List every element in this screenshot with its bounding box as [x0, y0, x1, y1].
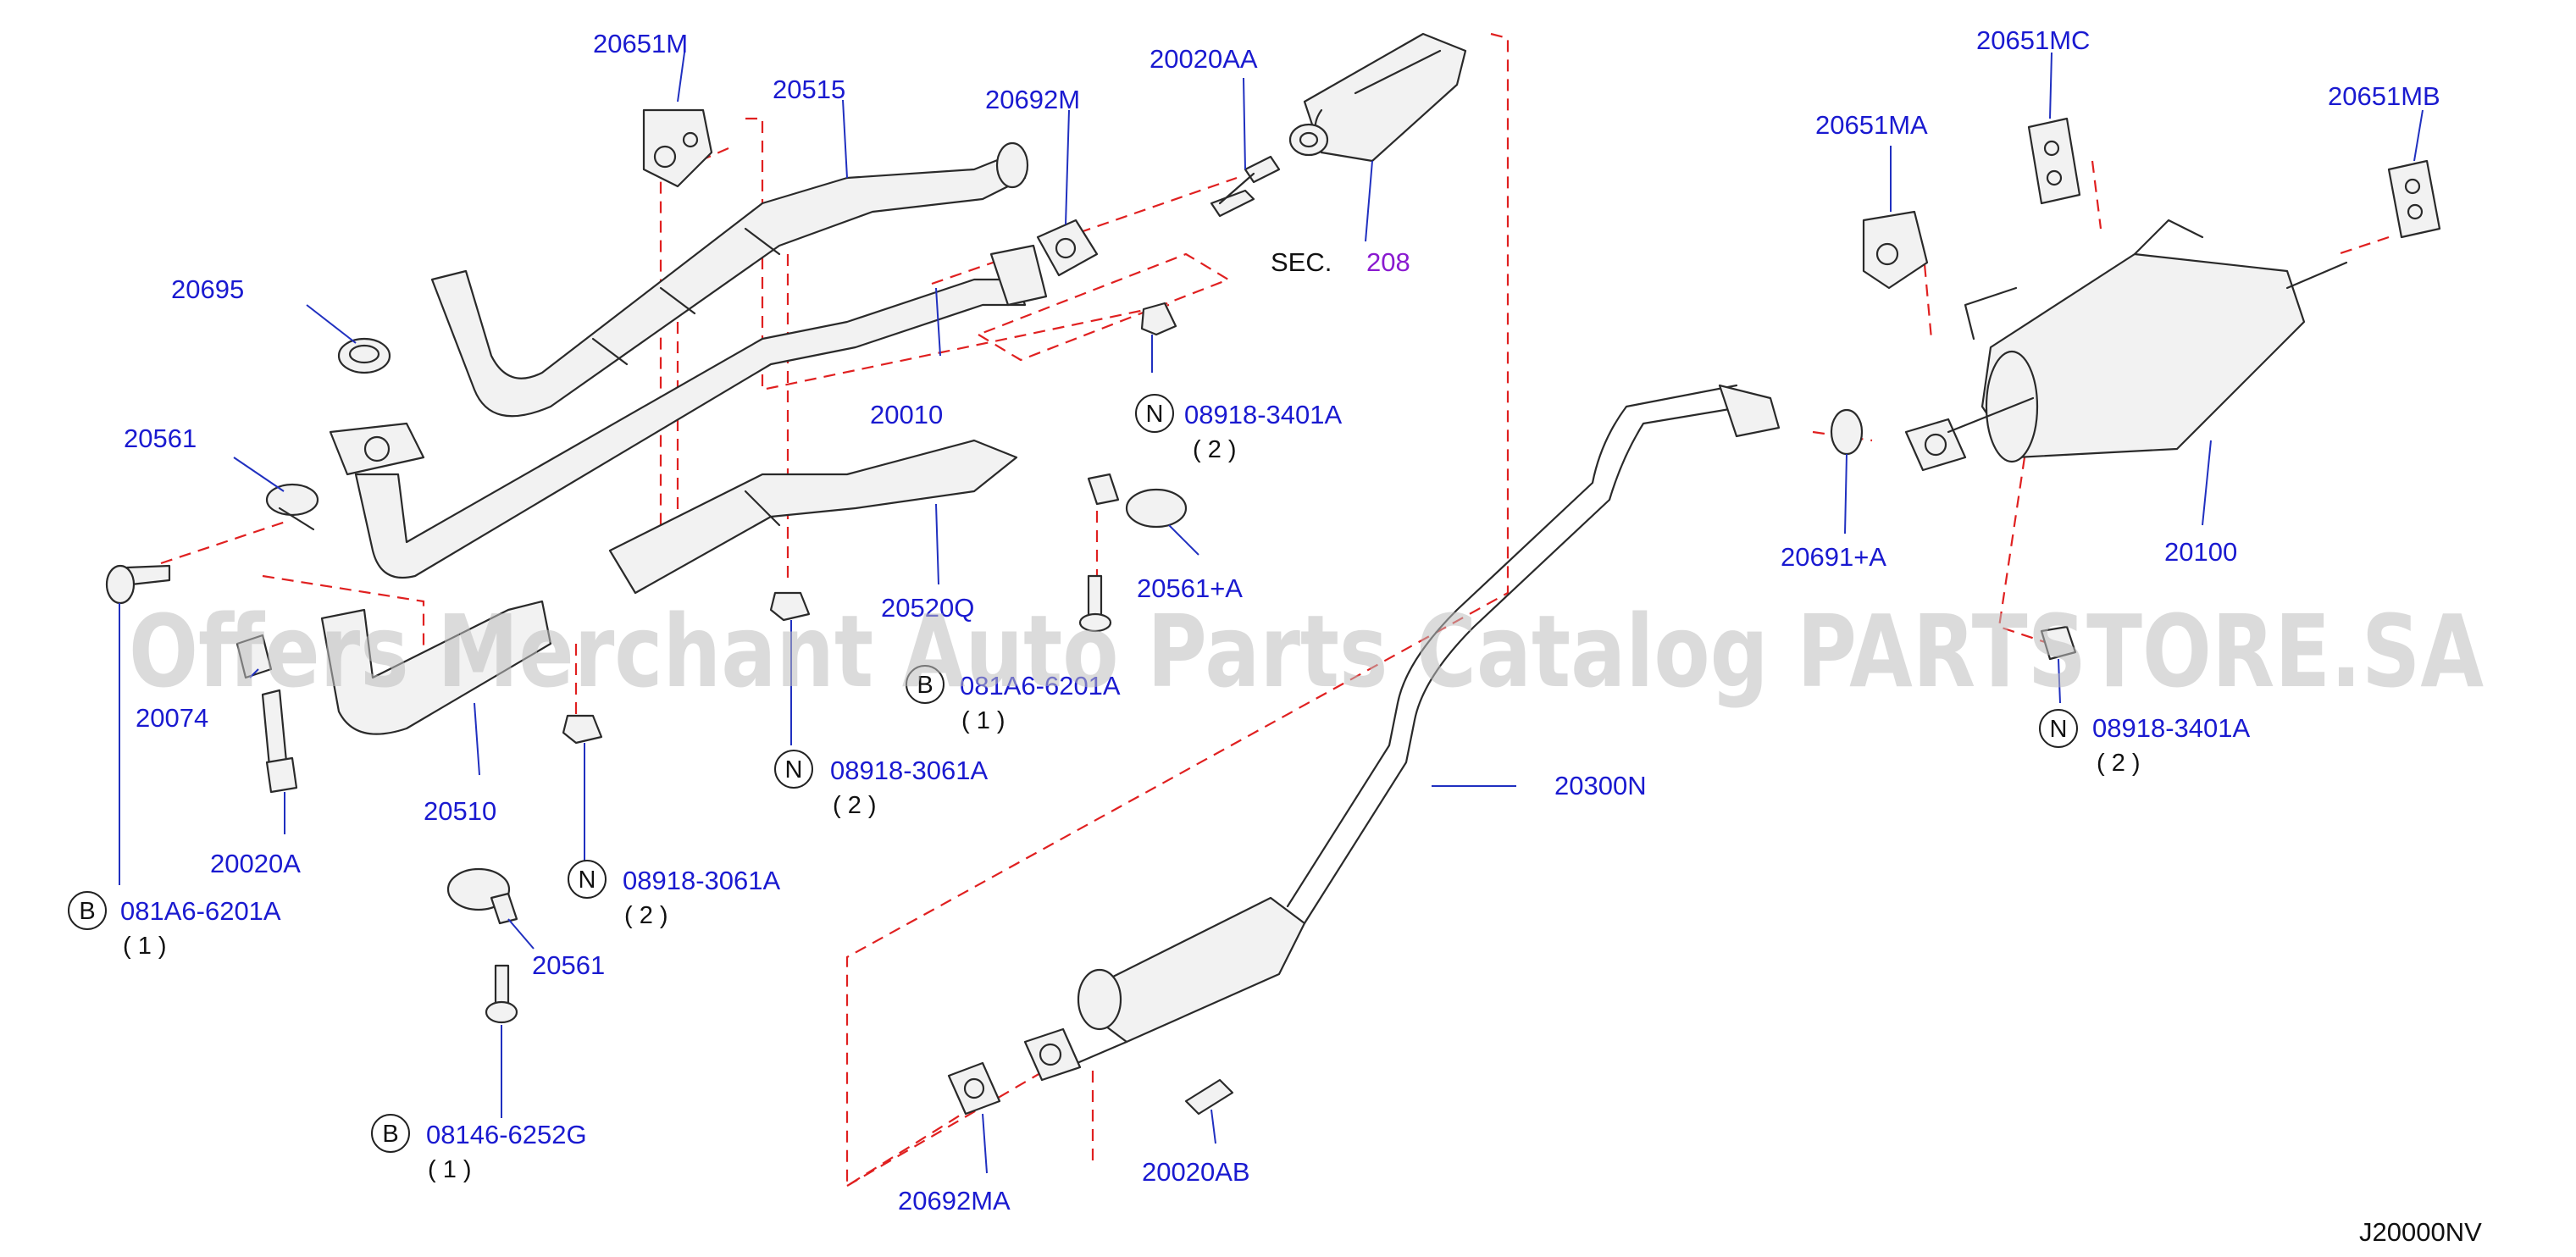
diagram-code: J20000NV	[2359, 1217, 2482, 1247]
badge-letter: N	[579, 867, 596, 894]
qty-08918-3061A-lower: ( 2 )	[624, 902, 668, 929]
label-20695[interactable]: 20695	[171, 274, 244, 304]
label-20561-upper[interactable]: 20561	[124, 424, 197, 453]
main-muffler-20100	[1904, 219, 2348, 472]
label-section: SEC.	[1271, 247, 1332, 277]
label-20020AA[interactable]: 20020AA	[1150, 44, 1258, 74]
clamp-20561-upper	[265, 483, 319, 531]
qty-08918-3061A-middle: ( 2 )	[833, 792, 877, 819]
seal-ring-20695	[337, 337, 391, 374]
oxygen-sensor-left	[261, 689, 298, 794]
label-20651MB[interactable]: 20651MB	[2328, 81, 2440, 111]
label-20515[interactable]: 20515	[773, 75, 845, 104]
bolt-badge-b	[906, 665, 945, 704]
label-081A6-6201A-left[interactable]: 081A6-6201A	[120, 896, 281, 926]
label-20020A[interactable]: 20020A	[210, 849, 301, 878]
heat-shield-20510	[320, 600, 552, 735]
heat-shield-20520Q	[608, 439, 1018, 595]
label-20651M[interactable]: 20651M	[593, 29, 688, 58]
label-20691A[interactable]: 20691+A	[1781, 542, 1886, 572]
nut-upper	[1140, 302, 1177, 336]
label-20692M[interactable]: 20692M	[985, 85, 1080, 114]
label-20561-lower[interactable]: 20561	[532, 950, 605, 980]
qty-081A6-6201A-left: ( 1 )	[123, 933, 167, 960]
clamp-20561A	[1087, 473, 1188, 529]
center-pipe-20300N	[1023, 384, 1781, 1082]
nut-middle	[769, 591, 811, 622]
nut-badge-n	[568, 860, 607, 899]
gasket-ring-20691A	[1830, 408, 1864, 456]
leader-lines	[119, 52, 2424, 1174]
label-08918-3401A-right[interactable]: 08918-3401A	[2092, 713, 2250, 743]
badge-letter: N	[785, 756, 803, 784]
label-08918-3061A-lower[interactable]: 08918-3061A	[623, 866, 780, 895]
label-section-number[interactable]: 208	[1366, 247, 1410, 277]
label-20651MA[interactable]: 20651MA	[1815, 110, 1928, 140]
rubber-mount-20651MA	[1862, 210, 1929, 290]
label-20692MA[interactable]: 20692MA	[898, 1186, 1011, 1215]
clamp-20561-lower	[446, 867, 518, 925]
rubber-mount-20651MB	[2387, 159, 2441, 239]
gasket-lower	[947, 1061, 1001, 1116]
badge-letter: B	[79, 898, 95, 925]
badge-letter: B	[382, 1121, 398, 1148]
bolt-badge-b	[371, 1114, 410, 1153]
exhaust-pipe-20010	[329, 244, 1048, 579]
oxygen-sensor-upper	[1210, 155, 1281, 218]
badges: N B N N B B N	[68, 394, 2078, 1153]
plug-20020AB	[1184, 1078, 1234, 1116]
nut-right	[2040, 625, 2077, 661]
rubber-mount-20651MC	[2027, 117, 2081, 205]
label-20020AB[interactable]: 20020AB	[1142, 1157, 1250, 1187]
watermark: Offers Merchant Auto Parts Catalog PARTS…	[129, 593, 2484, 710]
qty-081A6-6201A-middle: ( 1 )	[961, 707, 1005, 734]
label-20300N[interactable]: 20300N	[1554, 771, 1647, 800]
bolt-badge-b	[68, 891, 107, 930]
gasket-upper	[1036, 219, 1099, 277]
badge-letter: N	[2050, 716, 2068, 743]
nut-badge-n	[1135, 394, 1174, 433]
label-081A6-6201A-middle[interactable]: 081A6-6201A	[960, 671, 1121, 700]
nut-badge-n	[774, 750, 813, 789]
bolt-middle	[1078, 574, 1112, 633]
badge-letter: N	[1146, 401, 1164, 428]
label-08918-3061A-middle[interactable]: 08918-3061A	[830, 756, 988, 785]
label-08146-6252G[interactable]: 08146-6252G	[426, 1120, 587, 1149]
qty-08918-3401A-upper: ( 2 )	[1193, 436, 1237, 463]
label-20074[interactable]: 20074	[136, 703, 208, 733]
label-20561A[interactable]: 20561+A	[1137, 573, 1243, 603]
badge-letter: B	[917, 672, 933, 699]
bolt-left	[105, 564, 171, 605]
label-20100[interactable]: 20100	[2164, 537, 2237, 567]
label-20010[interactable]: 20010	[870, 400, 943, 429]
label-20520Q[interactable]: 20520Q	[881, 593, 974, 623]
bolt-bottom	[485, 964, 518, 1024]
rubber-mount-20651M	[642, 108, 713, 188]
qty-08918-3401A-right: ( 2 )	[2097, 750, 2141, 777]
parts-artwork	[105, 32, 2441, 1116]
label-20510[interactable]: 20510	[424, 796, 496, 826]
nut-lower	[562, 714, 603, 745]
nut-badge-n	[2039, 709, 2078, 748]
sensor-20074	[235, 634, 273, 679]
label-20651MC[interactable]: 20651MC	[1976, 25, 2090, 55]
front-pipe-20515	[430, 141, 1029, 418]
label-08918-3401A-upper[interactable]: 08918-3401A	[1184, 400, 1342, 429]
catalytic-converter	[1288, 32, 1467, 163]
part-labels: 20651M 20515 20692M 20020AA SEC. 208 206…	[120, 25, 2482, 1247]
qty-08146-6252G: ( 1 )	[428, 1156, 472, 1183]
